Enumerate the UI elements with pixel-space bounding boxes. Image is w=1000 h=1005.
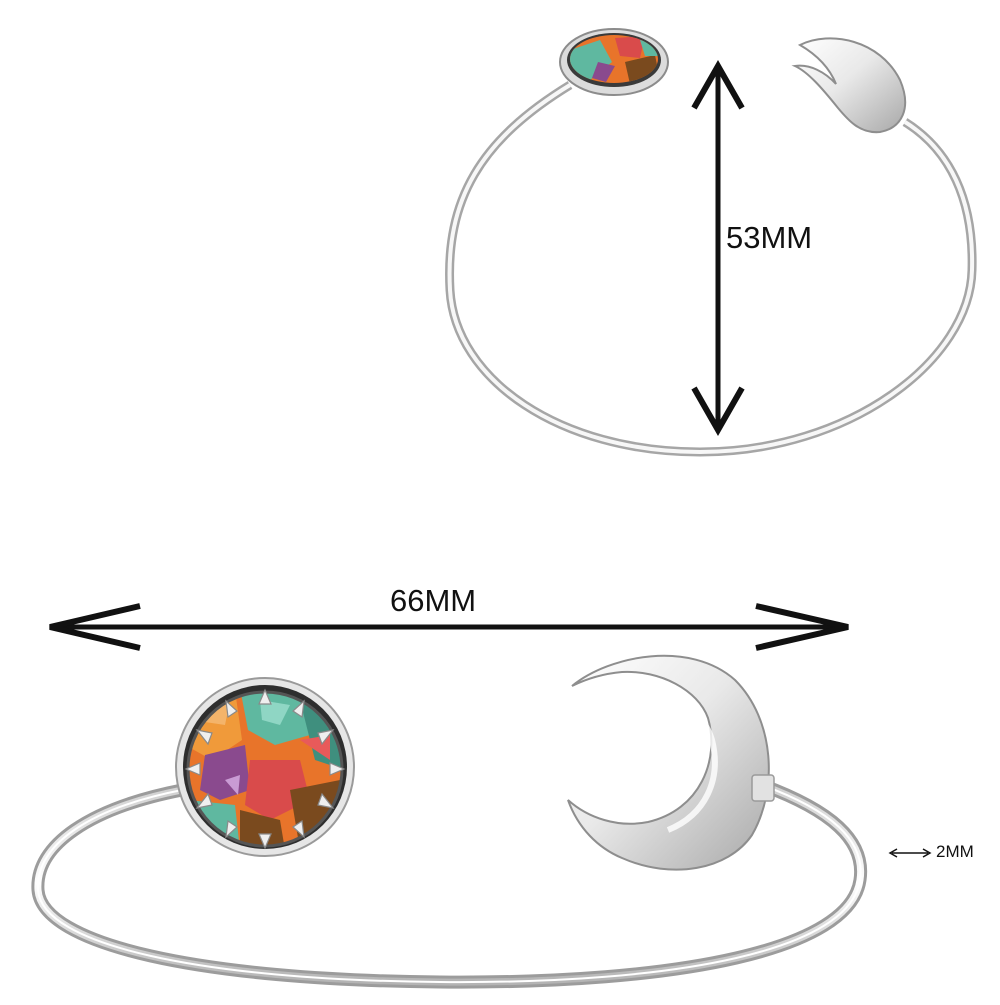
wire-thickness-arrow (888, 848, 932, 858)
top-bracelet-view (445, 28, 977, 457)
top-cuff-wire (445, 81, 977, 457)
bottom-moon-charm (567, 654, 775, 871)
bottom-bracelet-view (31, 654, 868, 989)
height-dimension-arrow (691, 59, 745, 437)
bottom-gemstone (175, 677, 355, 857)
bezel-prongs (184, 688, 346, 850)
wire-thickness-label: 2MM (936, 842, 974, 861)
top-moon-charm (791, 37, 907, 134)
top-gemstone (559, 28, 669, 96)
width-measurement-label: 66MM (390, 583, 477, 618)
width-dimension-arrow (49, 603, 849, 651)
height-measurement-label: 53MM (726, 220, 813, 255)
